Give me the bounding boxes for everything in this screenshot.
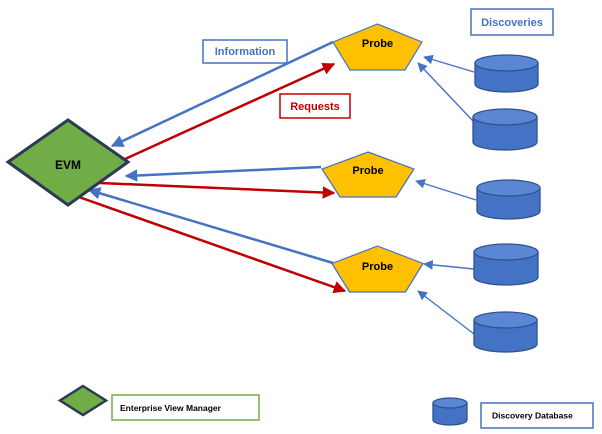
discoveries-tag: Discoveries: [470, 8, 554, 36]
probe-pentagon: [321, 151, 415, 198]
request-arrow-probe-1: [124, 62, 336, 161]
information-arrow-probe-3: [87, 187, 334, 265]
database-cylinder-body: [476, 187, 541, 220]
evm-diamond: [5, 118, 131, 207]
request-arrow-probe-3: [75, 194, 347, 294]
legend: Enterprise View Manager Discovery Databa…: [57, 384, 594, 429]
legend-evm-label: Enterprise View Manager: [120, 403, 222, 413]
evm-node: EVM: [5, 118, 131, 207]
database-cylinder-top: [474, 54, 539, 72]
database-cylinder-body: [472, 116, 538, 151]
information-tag: Information: [202, 39, 288, 64]
information-arrow-probe-2: [124, 165, 322, 182]
legend-evm: Enterprise View Manager: [57, 384, 260, 421]
legend-database-box: [480, 402, 594, 429]
discoveries-tag-box: [470, 8, 554, 36]
requests-tag-label: Requests: [290, 101, 340, 113]
requests-tag-box: [279, 93, 351, 119]
probe-2: Probe: [321, 151, 415, 198]
database-cylinder-body: [473, 319, 538, 353]
probe-label: Probe: [352, 165, 383, 177]
discovery-database-5: [473, 311, 538, 353]
discovery-database-2: [472, 108, 538, 151]
request-arrow-probe-2: [99, 181, 336, 199]
legend-database: Discovery Database: [432, 397, 594, 429]
probe-1: Probe: [332, 23, 423, 71]
discovery-arrow-db-5: [417, 290, 475, 335]
legend-database-cylinder-body: [432, 402, 468, 426]
legend-database-label: Discovery Database: [492, 411, 573, 421]
probe-pentagon: [332, 23, 423, 71]
discovery-arrow-db-4: [423, 260, 475, 270]
information-tag-box: [202, 39, 288, 64]
database-cylinder-top: [472, 108, 538, 126]
information-arrow-probe-1: [110, 40, 334, 148]
discovery-database-1: [474, 54, 539, 93]
database-cylinder-top: [476, 179, 541, 197]
evm-label: EVM: [55, 158, 81, 172]
discoveries-tag-label: Discoveries: [481, 17, 543, 29]
legend-evm-box: [111, 394, 260, 421]
discovery-arrow-db-2: [417, 62, 475, 123]
discovery-arrow-db-3: [415, 178, 477, 201]
legend-database-cylinder-top: [432, 397, 468, 409]
discovery-database-3: [476, 179, 541, 220]
discovery-database-4: [473, 243, 539, 286]
database-cylinder-top: [473, 243, 539, 261]
probe-3: Probe: [331, 245, 424, 293]
information-tag-label: Information: [215, 46, 276, 58]
probe-label: Probe: [362, 38, 393, 50]
database-cylinder-body: [473, 251, 539, 286]
probe-pentagon: [331, 245, 424, 293]
legend-evm-diamond: [57, 384, 109, 417]
probe-label: Probe: [362, 261, 393, 273]
requests-tag: Requests: [279, 93, 351, 119]
database-cylinder-top: [473, 311, 538, 329]
discovery-arrow-db-1: [423, 54, 475, 73]
